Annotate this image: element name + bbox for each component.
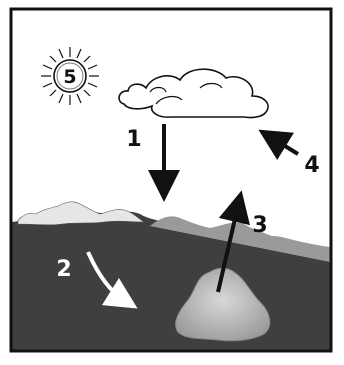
label-evaporation: 3	[252, 213, 267, 238]
label-flow: 2	[56, 257, 71, 282]
label-wind: 4	[304, 153, 319, 178]
sun-label: 5	[63, 66, 76, 88]
label-precipitation: 1	[126, 127, 141, 152]
